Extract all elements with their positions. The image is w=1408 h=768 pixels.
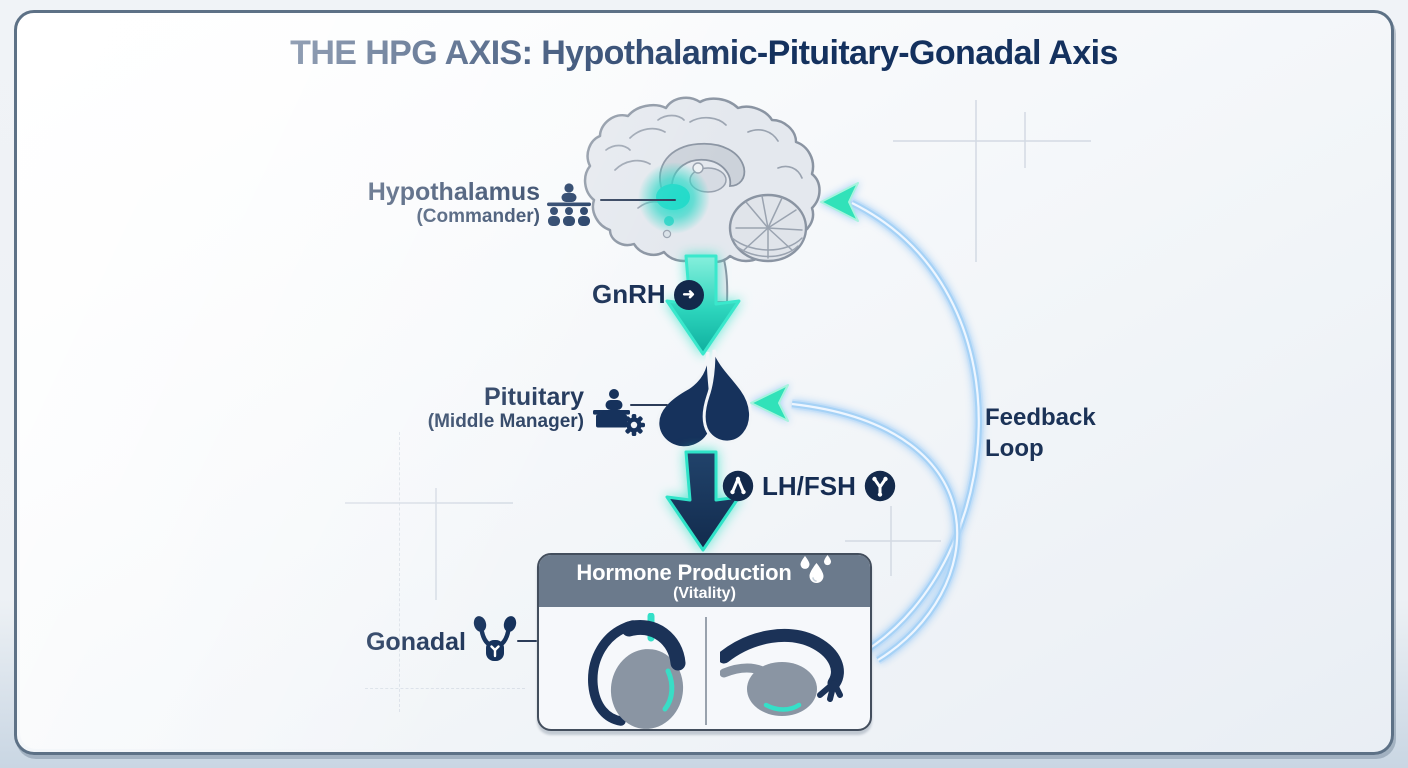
hypothalamus-name: Hypothalamus: [367, 178, 540, 206]
hypothalamus-label: Hypothalamus (Commander): [330, 179, 540, 227]
gonadal-label: Gonadal: [286, 629, 466, 655]
lhfsh-arrow: [665, 450, 741, 552]
pituitary-gland-illustration: [656, 349, 752, 450]
molecule-a-icon: [722, 470, 754, 502]
feedback-loop-label: Feedback Loop: [985, 402, 1096, 464]
molecule-y-icon: [864, 470, 896, 502]
gnrh-arrow-glyph: ➜: [682, 286, 695, 303]
pituitary-name: Pituitary: [483, 383, 584, 411]
box-divider: [704, 617, 707, 725]
gnrh-arrow-badge-icon: ➜: [673, 279, 704, 310]
hormone-production-title: Hormone Production: [576, 560, 792, 585]
gnrh-label-row: GnRH ➜: [592, 279, 704, 310]
feedback-line2: Loop: [985, 435, 1044, 463]
lhfsh-label: LH/FSH: [762, 470, 856, 501]
gonadal-icon: [473, 616, 517, 661]
ovary-illustration: [720, 628, 844, 716]
testis-illustration: [588, 613, 686, 729]
pituitary-label: Pituitary (Middle Manager): [380, 384, 584, 432]
hormone-production-subtitle: (Vitality): [673, 585, 736, 602]
manager-icon: [593, 389, 645, 436]
commander-icon: [547, 183, 591, 226]
pituitary-role: (Middle Manager): [427, 411, 584, 432]
droplets-icon: [800, 555, 831, 583]
gonadal-name: Gonadal: [365, 628, 466, 656]
hypothalamus-role: (Commander): [416, 206, 540, 227]
lhfsh-label-row: LH/FSH: [722, 470, 896, 502]
hormone-production-body: [539, 607, 870, 729]
feedback-line1: Feedback: [985, 404, 1096, 431]
gnrh-label: GnRH: [592, 279, 666, 309]
hormone-production-box: Hormone Production (Vitality): [537, 553, 872, 731]
hormone-production-header: Hormone Production (Vitality): [539, 555, 870, 607]
